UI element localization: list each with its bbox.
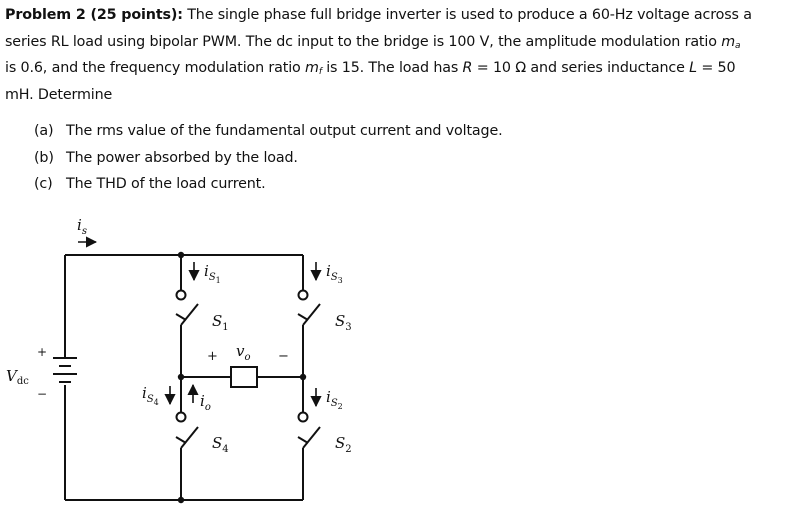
s3-label: S3 — [335, 312, 352, 333]
is4-label: iS4 — [142, 384, 159, 407]
s4-label: S4 — [212, 434, 229, 455]
question-parts: (a)The rms value of the fundamental outp… — [34, 118, 503, 198]
s1-label: S1 — [212, 312, 229, 333]
part-c: (c)The THD of the load current. — [34, 176, 266, 192]
load-box — [230, 366, 258, 388]
switch-s3-icon — [297, 289, 321, 326]
is-label: is — [77, 216, 87, 237]
vo-minus: − — [278, 349, 289, 364]
io-label: io — [200, 392, 211, 413]
vdc-plus: + — [37, 345, 47, 359]
vdc-minus: − — [37, 387, 47, 401]
problem-line-1: Problem 2 (25 points): The single phase … — [5, 7, 752, 23]
r-symbol: R — [462, 60, 473, 76]
l-symbol: L — [689, 60, 697, 76]
switch-s4-icon — [175, 411, 199, 449]
problem-line-2: series RL load using bipolar PWM. The dc… — [5, 33, 741, 51]
problem-line-4: mH. Determine — [5, 86, 113, 103]
problem-line-3: is 0.6, and the frequency modulation rat… — [5, 60, 736, 77]
part-a: (a)The rms value of the fundamental outp… — [34, 123, 503, 139]
is3-label: iS3 — [326, 262, 343, 285]
mf-symbol: mf — [305, 60, 322, 77]
ma-symbol: ma — [721, 33, 741, 51]
is2-label: iS2 — [326, 388, 343, 411]
problem-statement: Problem 2 (25 points): The single phase … — [5, 2, 785, 108]
battery-icon — [53, 357, 77, 383]
s2-label: S2 — [335, 434, 352, 455]
switch-s1-icon — [175, 289, 199, 326]
vo-plus: + — [207, 349, 218, 364]
switch-s2-icon — [297, 411, 321, 449]
part-b: (b)The power absorbed by the load. — [34, 149, 298, 166]
is1-label: iS1 — [204, 262, 221, 285]
problem-heading: Problem 2 (25 points): — [5, 7, 183, 23]
vo-label: vo — [236, 342, 251, 363]
vdc-label: Vdc — [6, 367, 29, 387]
circuit-nodes — [177, 251, 307, 504]
switch-current-arrows — [164, 262, 322, 408]
